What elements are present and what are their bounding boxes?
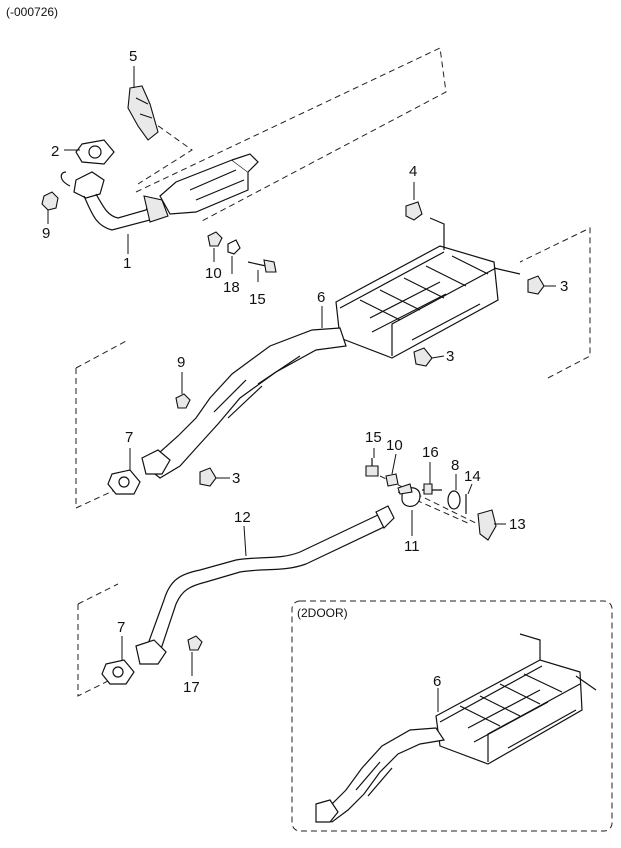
- inset-callout-6[interactable]: 6: [433, 673, 441, 690]
- front-pipe-part-1[interactable]: [60, 171, 169, 231]
- tail-pipe-part-12[interactable]: [135, 505, 395, 665]
- gasket-part-7-lower[interactable]: [101, 659, 135, 685]
- callout-numbers: 5 2 9 1 10 18 15 4 3 6 3 9 7 3 15 10 16 …: [42, 48, 568, 696]
- callout-10-lower[interactable]: 10: [386, 437, 403, 454]
- callout-2[interactable]: 2: [51, 143, 59, 160]
- callout-12[interactable]: 12: [234, 509, 251, 526]
- muffler-assembly-outline: [75, 227, 591, 509]
- bolt-part-16[interactable]: [422, 483, 442, 495]
- callout-3-left[interactable]: 3: [232, 470, 240, 487]
- callout-15-lower[interactable]: 15: [365, 429, 382, 446]
- callout-15-upper[interactable]: 15: [249, 291, 266, 308]
- callout-18[interactable]: 18: [223, 279, 240, 296]
- callout-7-upper[interactable]: 7: [125, 429, 133, 446]
- callout-16[interactable]: 16: [422, 444, 439, 461]
- callout-10-upper[interactable]: 10: [205, 265, 222, 282]
- nut-part-10-upper[interactable]: [207, 231, 223, 247]
- callout-4[interactable]: 4: [409, 163, 417, 180]
- catalytic-converter[interactable]: [159, 153, 259, 215]
- clamp-part-11[interactable]: [397, 483, 421, 507]
- callout-11[interactable]: 11: [404, 538, 420, 555]
- callout-13[interactable]: 13: [509, 516, 526, 533]
- callout-5[interactable]: 5: [129, 48, 137, 65]
- tail-pipe-assembly-outline: [77, 583, 119, 697]
- callout-14[interactable]: 14: [464, 468, 481, 485]
- bolt-part-15-lower[interactable]: [365, 458, 379, 477]
- rubber-hanger-part-4[interactable]: [405, 201, 423, 221]
- callout-6[interactable]: 6: [317, 289, 325, 306]
- washer-part-8[interactable]: [447, 490, 461, 510]
- nut-part-9-lower[interactable]: [175, 393, 191, 409]
- callout-17[interactable]: 17: [183, 679, 200, 696]
- gasket-part-7-upper[interactable]: [107, 469, 141, 495]
- callout-3-center[interactable]: 3: [446, 348, 454, 365]
- callout-9-lower[interactable]: 9: [177, 354, 185, 371]
- rubber-hanger-part-3-right[interactable]: [527, 275, 545, 295]
- inset-frame: [291, 600, 613, 832]
- diagram-code: (-000726): [6, 5, 58, 19]
- rubber-hanger-part-3-left[interactable]: [199, 467, 217, 487]
- inset-2door: (2DOOR) 6: [291, 600, 613, 832]
- callout-8[interactable]: 8: [451, 457, 459, 474]
- nut-part-9-upper[interactable]: [41, 191, 59, 211]
- callout-9-upper[interactable]: 9: [42, 225, 50, 242]
- inset-title: (2DOOR): [297, 606, 348, 620]
- muffler-assembly-part-6[interactable]: [141, 217, 521, 479]
- front-pipe-assembly-outline: [135, 47, 447, 223]
- callout-3-right[interactable]: 3: [560, 278, 568, 295]
- nut-part-10-lower[interactable]: [385, 473, 399, 487]
- callout-1[interactable]: 1: [123, 255, 131, 272]
- bracket-part-5[interactable]: [127, 85, 159, 141]
- nut-part-18[interactable]: [227, 239, 241, 255]
- callout-7-lower[interactable]: 7: [117, 619, 125, 636]
- muffler-2door-part-6[interactable]: [315, 633, 597, 823]
- nut-part-17[interactable]: [187, 635, 203, 651]
- rubber-hanger-part-3-center[interactable]: [413, 347, 433, 367]
- hanger-bracket-part-13[interactable]: [477, 509, 497, 541]
- callout-leaders: [47, 66, 556, 676]
- gasket-part-2[interactable]: [75, 139, 115, 165]
- bolt-part-15-upper[interactable]: [247, 259, 277, 273]
